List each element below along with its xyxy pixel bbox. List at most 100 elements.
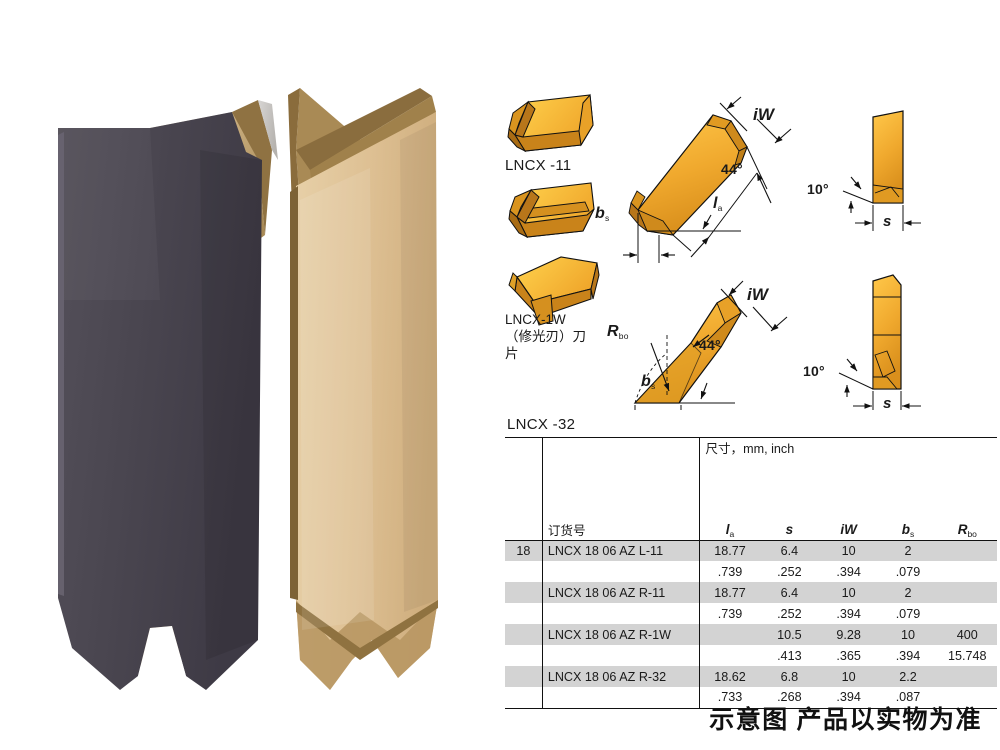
cell-rbo [938, 540, 997, 561]
col-header-s: s [759, 519, 819, 541]
cell-size [505, 666, 542, 687]
right-insert-gold-face [296, 112, 438, 690]
cell-la: 18.62 [699, 666, 760, 687]
cell-iw: 10 [841, 669, 856, 684]
cell-rbo [937, 687, 997, 709]
cell-size: 18 [516, 543, 531, 558]
diagram-svg [507, 93, 921, 431]
table-spacer-row [505, 457, 997, 519]
left-insert-dark-face [58, 112, 262, 690]
lncx11-plan-view [623, 96, 792, 263]
cell-size [505, 687, 543, 709]
col-header-iw-sym: iW [840, 521, 857, 537]
cell-la [699, 645, 760, 666]
dim-iw-row2: iW [747, 285, 769, 304]
cell-la: 18.77 [699, 582, 760, 603]
table-row[interactable]: LNCX 18 06 AZ R-32 18.62 6.8 10 2.2 [505, 666, 997, 687]
spec-table-container: LNCX -32 尺寸，mm, inch 订货号 la s iW bs Rbo [505, 416, 997, 709]
dim-la-row1: la [713, 195, 723, 213]
dim-s-row1: s [883, 213, 892, 230]
cell-bs: 2 [904, 543, 912, 558]
left-insert-bottom-notch [138, 626, 186, 690]
dim-bs-sym-2: b [641, 373, 651, 390]
left-insert-silver-edge [258, 100, 278, 160]
cell-la: .739 [699, 561, 760, 582]
lncx1w-label: LNCX-1W [505, 312, 566, 327]
cell-size [505, 603, 542, 624]
lncx11-end-view [842, 110, 921, 231]
cell-size [505, 582, 542, 603]
disclaimer-caption: 示意图 产品以实物为准 [709, 707, 982, 734]
dim-s-row2: s [883, 395, 892, 412]
table-row[interactable]: .413 .365 .394 15.748 [505, 645, 997, 666]
cell-rbo: 400 [956, 627, 978, 642]
table-column-header-row: 订货号 la s iW bs Rbo [505, 519, 997, 541]
spec-table: 尺寸，mm, inch 订货号 la s iW bs Rbo 18 LNCX 1… [505, 437, 997, 709]
table-row[interactable]: .739 .252 .394 .079 [505, 561, 997, 582]
technical-diagram-panel: LNCX -11 LNCX-1W （修光刃）刀片 iW 44° la bs 10… [495, 85, 1000, 431]
spacer-values-cell [699, 457, 997, 519]
dim-rbo-row2: Rbo [607, 323, 629, 341]
cell-rbo [938, 582, 997, 603]
cell-s: 6.4 [780, 543, 799, 558]
unit-header-label: 尺寸，mm, inch [699, 437, 997, 457]
left-insert-face-shadow [200, 150, 262, 660]
dim-la-sym: l [713, 195, 718, 212]
dim-rbo-sub: bo [618, 331, 629, 341]
relief-angle-row1: 10° [807, 181, 829, 197]
col-header-rbo: Rbo [937, 519, 997, 541]
cell-s: 6.8 [780, 669, 799, 684]
product-photo-svg [58, 88, 438, 690]
cell-order: LNCX 18 06 AZ R-11 [541, 582, 700, 603]
lncx1w-3d-view [508, 256, 600, 326]
cell-bs: .087 [878, 687, 938, 709]
lncx1w-label-block: LNCX-1W （修光刃）刀片 [505, 311, 597, 362]
table-row[interactable]: LNCX 18 06 AZ R-1W 10.5 9.28 10 400 [505, 624, 997, 645]
col-header-bs-sym: b [901, 521, 910, 537]
unit-row-order-cell [541, 437, 700, 457]
spacer-size-cell [505, 457, 542, 519]
dim-bs-sym: b [595, 205, 605, 222]
cell-rbo [938, 666, 997, 687]
spec-table-title: LNCX -32 [507, 416, 576, 433]
col-header-rbo-sym: R [957, 521, 968, 537]
dim-rbo-sym: R [607, 323, 619, 340]
cell-iw: 10 [841, 585, 856, 600]
table-row[interactable]: LNCX 18 06 AZ R-11 18.77 6.4 10 2 [505, 582, 997, 603]
cell-order [541, 561, 700, 582]
cell-size [505, 645, 542, 666]
col-header-order: 订货号 [541, 519, 700, 541]
cell-s: 6.4 [780, 585, 799, 600]
right-insert-bottom-edge-line [296, 600, 438, 660]
cell-rbo [938, 603, 997, 624]
cell-s: .268 [759, 687, 819, 709]
cell-la: .733 [699, 687, 760, 709]
cell-s: .252 [777, 606, 802, 621]
dim-bs-row1: bs [595, 205, 609, 223]
cell-rbo [938, 561, 997, 582]
dim-bs-sub-2: s [650, 381, 656, 391]
col-header-rbo-sub: bo [967, 528, 977, 539]
cell-iw: 10 [841, 543, 856, 558]
table-row[interactable]: .733 .268 .394 .087 [505, 687, 997, 709]
cell-s: .252 [777, 564, 802, 579]
left-insert-left-edge [58, 132, 64, 596]
angle-44-row1: 44° [721, 161, 743, 177]
cell-bs: .079 [895, 564, 921, 579]
product-photo [0, 0, 480, 700]
cell-iw: .394 [836, 606, 861, 621]
table-row[interactable]: 18 LNCX 18 06 AZ L-11 18.77 6.4 10 2 [505, 540, 997, 561]
col-header-bs-sub: s [909, 528, 915, 539]
table-unit-header-row: 尺寸，mm, inch [505, 437, 997, 457]
col-header-la-sub: a [729, 528, 735, 539]
cell-s: .413 [777, 648, 802, 663]
dim-bs-row2: bs [641, 373, 655, 391]
lncx1w-end-view [838, 274, 921, 413]
table-row[interactable]: .739 .252 .394 .079 [505, 603, 997, 624]
cell-bs: 2 [904, 585, 912, 600]
right-insert-top-bevel [296, 88, 432, 170]
cell-la: 18.77 [699, 540, 760, 561]
cell-order [541, 687, 700, 709]
cell-iw: .365 [836, 648, 861, 663]
right-insert-face-sheen [300, 168, 374, 630]
